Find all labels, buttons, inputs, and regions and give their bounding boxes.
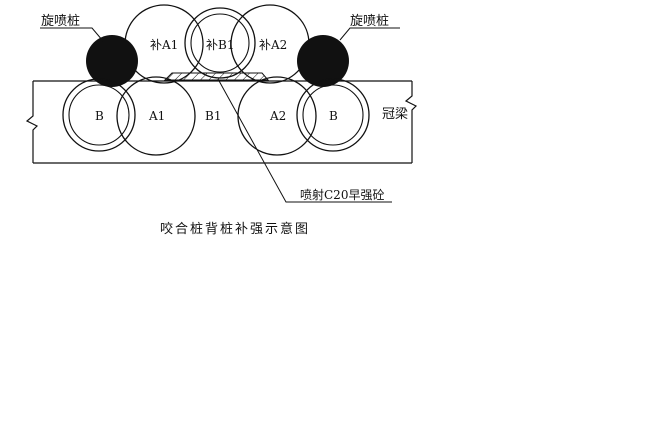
jet-grout-pile-right	[297, 35, 349, 87]
crown-beam-break-left	[25, 81, 39, 163]
supp-pile-b1-outer	[184, 7, 256, 79]
leader-shotcrete	[217, 78, 392, 203]
label-pile-b1: B1	[205, 109, 221, 123]
pile-b-right-outer	[296, 78, 370, 152]
label-shotcrete: 喷射C20早强砼	[300, 187, 384, 202]
shotcrete-hatch	[163, 72, 270, 81]
label-supp-b1: 补B1	[206, 38, 234, 52]
label-jet-grout-left: 旋喷桩	[41, 14, 80, 29]
label-supp-a1: 补A1	[150, 38, 178, 52]
label-pile-b-right: B	[329, 109, 338, 123]
jet-grout-pile-left	[86, 35, 138, 87]
pile-b-right-inner	[302, 84, 364, 146]
label-pile-b-left: B	[95, 109, 104, 123]
label-jet-grout-right: 旋喷桩	[350, 14, 389, 29]
leader-jet-grout-left	[40, 27, 104, 42]
label-pile-a2: A2	[269, 109, 286, 123]
label-pile-a1: A1	[148, 109, 165, 123]
crown-beam-break-right	[404, 81, 418, 163]
label-supp-a2: 补A2	[259, 38, 287, 52]
pile-b-left-outer	[62, 78, 136, 152]
pile-a1	[116, 76, 196, 156]
pile-b-left-inner	[68, 84, 130, 146]
supp-pile-b1-inner	[190, 13, 250, 73]
label-crown-beam: 冠梁	[382, 107, 408, 122]
leader-jet-grout-right	[339, 27, 400, 41]
diagram-caption: 咬合桩背桩补强示意图	[160, 221, 310, 237]
